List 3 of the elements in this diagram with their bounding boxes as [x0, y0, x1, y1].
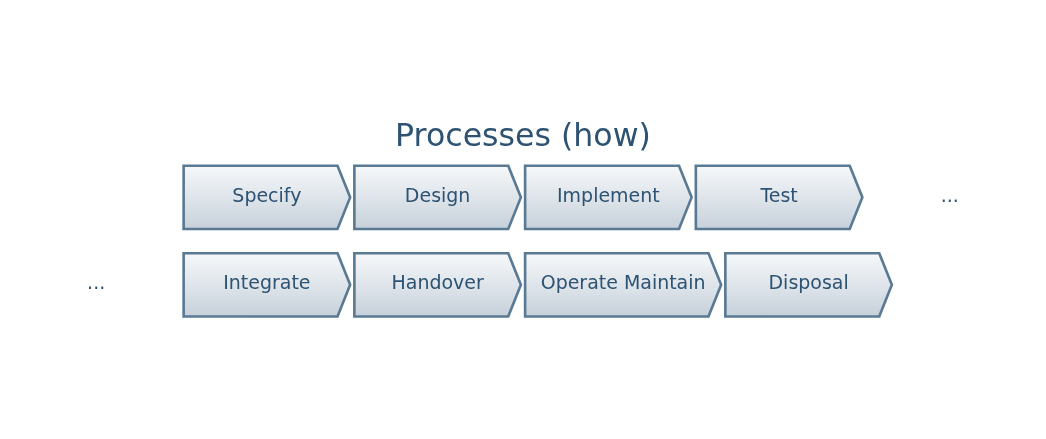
label: ...: [940, 184, 959, 206]
label: ...: [87, 271, 106, 294]
diagram-title: Processes (how): [395, 116, 651, 153]
